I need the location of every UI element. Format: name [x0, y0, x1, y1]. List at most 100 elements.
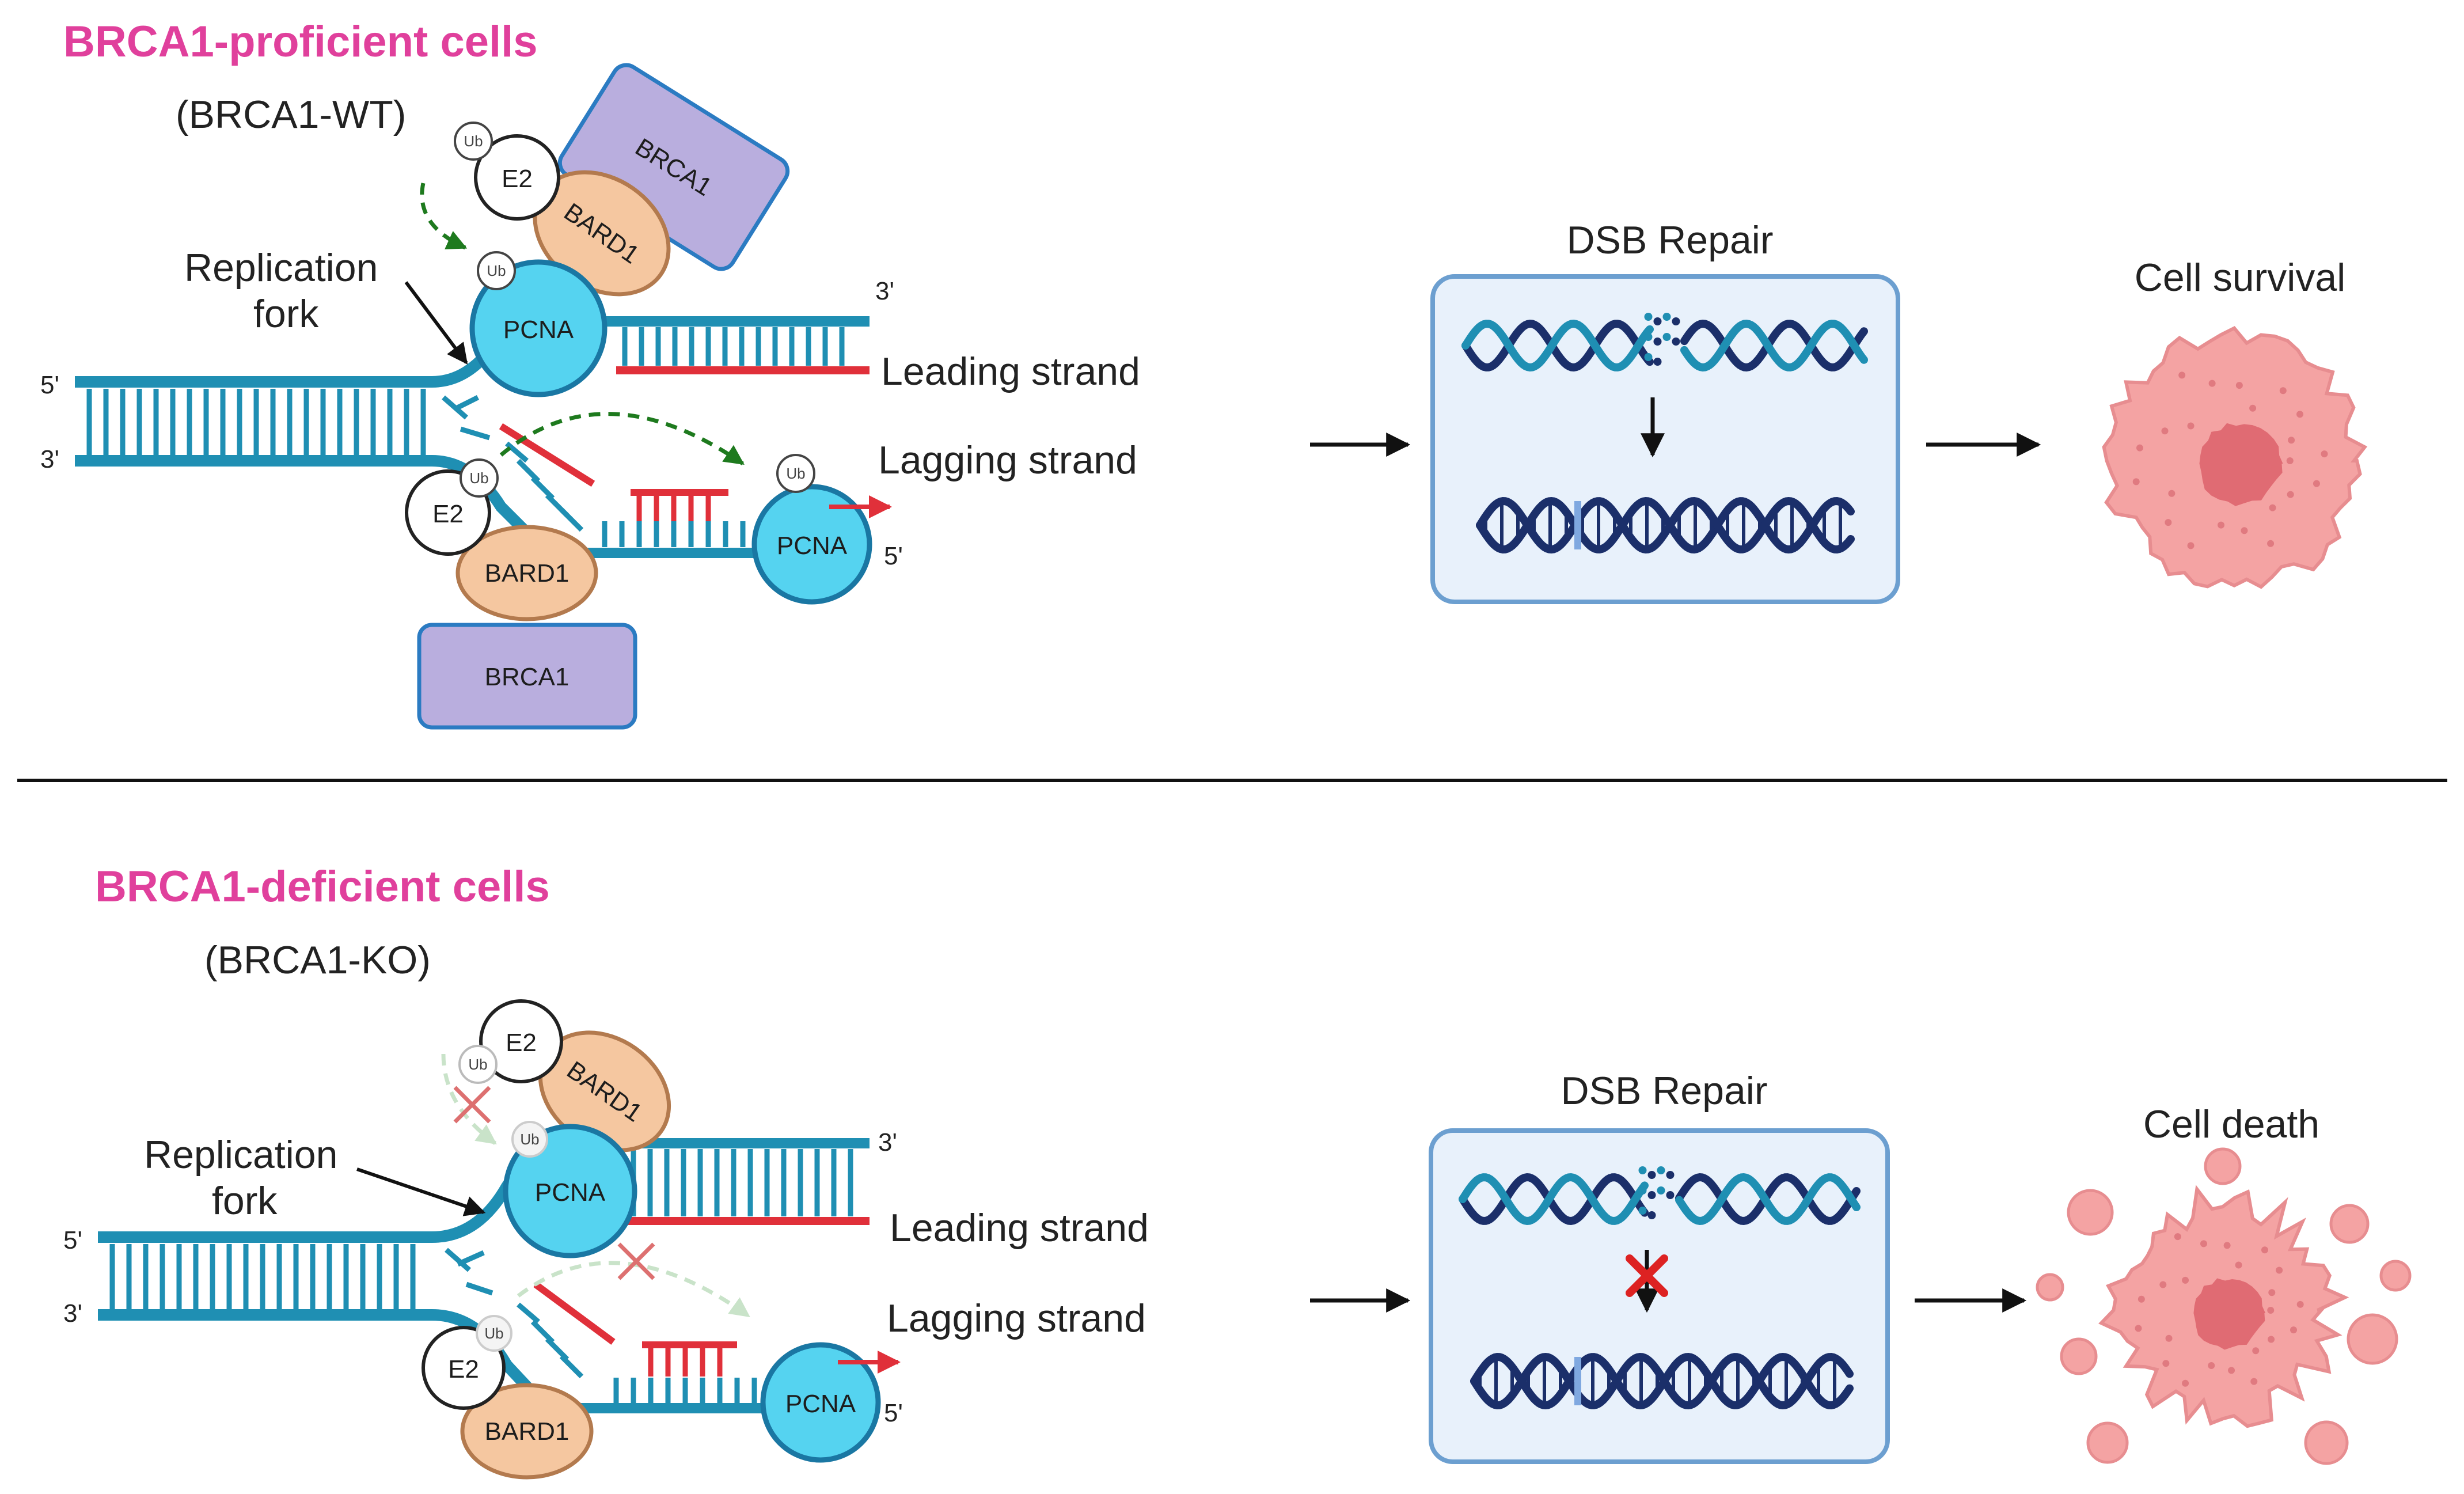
lagging-strand-label: Lagging strand [878, 438, 1137, 482]
apoptotic-bleb [2379, 1260, 2412, 1292]
helix-strand [1459, 1173, 1861, 1226]
vesicle [2218, 521, 2225, 529]
vesicle [2276, 1267, 2283, 1274]
pcna-top: PCNA Ub [469, 251, 608, 397]
e2-label: E2 [502, 165, 533, 193]
dna-fragment [1638, 1166, 1647, 1174]
pcna-label-bottom: PCNA [785, 1390, 856, 1418]
vesicle [2235, 382, 2243, 389]
dna-fragment [1647, 1211, 1656, 1219]
ub-label-lagging: Ub [786, 465, 805, 482]
vesicle [2321, 450, 2328, 458]
fork-label-line2: fork [253, 292, 319, 336]
vesicle [2208, 1362, 2215, 1370]
end-5-left: 5' [40, 371, 59, 399]
block-x-mark-lagging [617, 1242, 655, 1280]
vesicle [2296, 411, 2304, 418]
dna-fragment [1657, 1186, 1665, 1195]
vesicle [2182, 1276, 2189, 1284]
repair-title: DSB Repair [1566, 218, 1773, 262]
ub-circle-bottom-faded [476, 1315, 512, 1352]
vesicle [2313, 480, 2320, 487]
vesicle [2161, 427, 2169, 435]
fork-base [453, 395, 480, 412]
vesicle [2187, 542, 2195, 549]
apoptotic-bleb [2204, 1147, 2242, 1185]
dna-fragment [1638, 1207, 1647, 1215]
e2-label: E2 [506, 1029, 537, 1057]
ub-transfer-arrow-lagging [499, 412, 745, 465]
repaired-dna-helix [1476, 496, 1855, 554]
leading-strand-label: Leading strand [890, 1206, 1149, 1250]
leading-strand-label: Leading strand [881, 350, 1140, 393]
brca1-box-bottom [417, 623, 637, 730]
vesicle [2135, 1325, 2142, 1332]
vesicle [2187, 422, 2195, 430]
dna-fragment [1647, 1171, 1656, 1179]
vesicle [2267, 1307, 2275, 1314]
dna-fragment [1672, 338, 1680, 346]
fork-base [505, 441, 529, 463]
panel-deficient: BRCA1-deficient cells (BRCA1-KO) Replica… [63, 862, 2412, 1480]
dna-fragment [1666, 1191, 1675, 1199]
panel-proficient: BRCA1-proficient cells (BRCA1-WT) Replic… [40, 17, 2368, 730]
repair-blocked-x [1626, 1254, 1668, 1297]
helix-strand [1461, 319, 1868, 372]
outcome-label: Cell death [2143, 1102, 2319, 1146]
repair-box [1429, 1128, 1890, 1464]
vesicle [2228, 1367, 2235, 1374]
end-5-left: 5' [63, 1226, 82, 1254]
vesicle [2250, 1378, 2258, 1385]
apoptotic-bleb [2329, 1204, 2370, 1244]
parental-strand-top [98, 1174, 518, 1243]
end-5-right: 5' [884, 1399, 903, 1427]
pcna-label: PCNA [503, 316, 574, 344]
apoptotic-bleb [2036, 1273, 2064, 1302]
vesicle [2268, 1336, 2275, 1343]
bard1-complex-bottom: BARD1 E2 Ub [422, 1242, 750, 1480]
panel-title: BRCA1-deficient cells [95, 862, 550, 911]
brca1-label-bottom: BRCA1 [485, 663, 570, 691]
pcna-bottom: PCNA Ub [751, 454, 892, 605]
ub-label-bottom: Ub [484, 1325, 503, 1342]
okazaki-fragments [499, 423, 746, 547]
panel-title: BRCA1-proficient cells [63, 17, 538, 66]
fork-pointer-arrow [404, 281, 468, 365]
dna-fragment [1638, 1186, 1647, 1195]
dna-fragment [1644, 313, 1653, 321]
pcna-ring-bottom [751, 484, 872, 605]
apoptotic-bleb [2347, 1313, 2398, 1365]
repair-title: DSB Repair [1561, 1069, 1767, 1113]
ub-label-top: Ub [464, 132, 483, 150]
fork-base [445, 1247, 471, 1272]
vesicle [2159, 1281, 2167, 1288]
dna-fragment [1662, 333, 1671, 341]
ub-circle-top-faded [458, 1045, 498, 1084]
ub-label-pcna: Ub [487, 262, 506, 279]
vesicle [2136, 444, 2143, 452]
dna-fragment [1657, 1166, 1665, 1174]
pcna-label-bottom: PCNA [777, 532, 848, 560]
vesicle [2288, 437, 2295, 444]
bard1-blob-bottom [460, 1383, 594, 1480]
end-5-right: 5' [884, 542, 903, 570]
vesicle [2200, 1240, 2207, 1247]
dna-fragment [1644, 353, 1653, 361]
e2-circle [474, 134, 560, 221]
e2-label-bottom: E2 [432, 500, 464, 528]
helix-strand [1459, 1173, 1861, 1226]
vesicle [2174, 1233, 2181, 1241]
bard1-label-bottom: BARD1 [485, 559, 570, 587]
dna-fragment [1653, 317, 1662, 325]
pcna-top: PCNA Ub [503, 1121, 637, 1258]
vesicle [2165, 1334, 2173, 1342]
ub-transfer-arrow [420, 183, 468, 250]
dna-fragment [1662, 313, 1671, 321]
vesicle [2178, 371, 2186, 379]
nucleus [2193, 1278, 2266, 1350]
helix-strand [1461, 319, 1868, 372]
end-3-left: 3' [40, 445, 59, 473]
repair-box [1430, 274, 1900, 604]
vesicle [2290, 1326, 2298, 1334]
